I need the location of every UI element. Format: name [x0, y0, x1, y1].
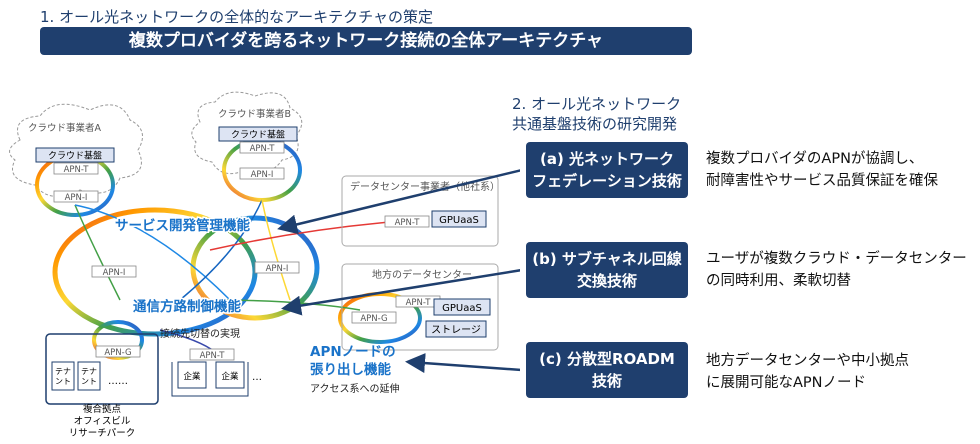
switch-destination-label: 接続先切替の実現 — [160, 327, 240, 340]
tenant-2-line2: ント — [81, 377, 97, 386]
technique-roadm-box: (c) 分散型ROADM 技術 — [526, 342, 688, 398]
cloud-b-base-label: クラウド基盤 — [231, 129, 285, 141]
dc-operator-box — [341, 175, 499, 247]
technique-c-line2: 技術 — [591, 372, 622, 390]
apn-t-cloud-b: APN-T — [250, 144, 276, 154]
enterprise-bracket — [171, 362, 249, 397]
site-label-line1: 複合拠点 — [83, 403, 122, 415]
enterprise-ellipsis: … — [252, 372, 262, 383]
ring-main-right — [190, 215, 320, 321]
section-heading-common-tech: 2. オール光ネットワーク 共通基盤技術の研究開発 — [512, 94, 681, 134]
cloud-a-base — [35, 147, 115, 163]
apn-i-left: APN-I — [103, 268, 126, 278]
tenant-1-line1: テナ — [55, 367, 71, 376]
apn-t-regional: APN-T — [406, 298, 432, 308]
apn-t-enterprise: APN-T — [200, 351, 226, 361]
site-label-line2: オフィスビル — [74, 416, 131, 427]
technique-a-line1: (a) 光ネットワーク — [539, 150, 675, 168]
tenant-1-line2: ント — [55, 377, 71, 386]
gpuaas-dc-box — [431, 210, 487, 228]
desc-c-line2: に展開可能なAPNノード — [706, 375, 867, 391]
apn-node-label-line2: 張り出し機能 — [310, 361, 391, 378]
apn-g-site: APN-G — [104, 348, 131, 358]
tenant-box-2 — [77, 361, 101, 391]
apn-i-cloud-b: APN-I — [251, 170, 274, 180]
storage-label: ストレージ — [431, 325, 481, 336]
apn-i-cloud-a: APN-I — [65, 193, 88, 203]
tenant-ellipsis: …… — [108, 376, 128, 387]
technique-a-line2: フェデレーション技術 — [532, 172, 682, 190]
desc-b-line2: の同時利用、柔軟切替 — [706, 273, 851, 289]
desc-a-line1: 複数プロバイダのAPNが協調し、 — [706, 151, 924, 167]
desc-a-line2: 耐障害性やサービス品質保証を確保 — [706, 173, 938, 189]
composite-site-box — [45, 333, 159, 405]
technique-b-line1: (b) サブチャネル回線 — [532, 250, 682, 268]
technique-b-line2: 交換技術 — [576, 272, 637, 290]
path-control-label: 通信方路制御機能 — [133, 298, 241, 315]
section-heading-architecture: 1. オール光ネットワークの全体的なアーキテクチャの策定 — [40, 8, 434, 26]
cloud-b-label: クラウド事業者B — [218, 108, 291, 120]
network-diagram: クラウド事業者A クラウド事業者B クラウド基盤 クラウド基盤 — [9, 91, 520, 439]
enterprise-box-2 — [215, 361, 245, 389]
apn-i-right: APN-I — [266, 264, 289, 274]
tenant-box-1 — [51, 361, 75, 391]
technique-b-description: ユーザが複数クラウド・データセンター の同時利用、柔軟切替 — [706, 248, 967, 292]
desc-b-line1: ユーザが複数クラウド・データセンター — [706, 251, 967, 267]
apn-node-boxes — [53, 141, 441, 361]
apn-g-regional: APN-G — [360, 314, 387, 324]
arrow-subchannel — [281, 269, 520, 316]
regional-dc-box — [341, 263, 499, 351]
enterprise-1-label: 企業 — [183, 371, 201, 382]
arrow-federation — [277, 169, 520, 235]
technique-subchannel-box: (b) サブチャネル回線 交換技術 — [526, 242, 688, 298]
heading2-line2: 共通基盤技術の研究開発 — [512, 115, 678, 133]
technique-c-description: 地方データセンターや中小拠点 に展開可能なAPNノード — [706, 350, 909, 394]
service-mgmt-label: サービス開発管理機能 — [115, 217, 250, 234]
architecture-banner: 複数プロバイダを跨るネットワーク接続の全体アーキテクチャ — [40, 27, 692, 55]
cloud-a-label: クラウド事業者A — [28, 122, 102, 134]
gpuaas-regional-box — [433, 298, 491, 316]
storage-box — [425, 320, 487, 338]
cloud-b — [191, 91, 303, 175]
apn-t-cloud-a: APN-T — [64, 165, 90, 175]
technique-federation-box: (a) 光ネットワーク フェデレーション技術 — [526, 142, 688, 198]
cloud-a-base-label: クラウド基盤 — [48, 150, 102, 162]
desc-c-line1: 地方データセンターや中小拠点 — [706, 353, 909, 369]
cloud-b-base — [218, 126, 298, 142]
enterprise-box-1 — [177, 361, 207, 389]
regional-dc-label: 地方のデータセンター — [372, 268, 472, 281]
technique-a-description: 複数プロバイダのAPNが協調し、 耐障害性やサービス品質保証を確保 — [706, 148, 938, 192]
tenant-2-line1: テナ — [81, 367, 97, 376]
apn-t-dc: APN-T — [395, 218, 421, 228]
heading2-line1: 2. オール光ネットワーク — [512, 95, 682, 113]
apn-node-label-line1: APNノードの — [310, 344, 396, 360]
gpuaas-dc-label: GPUaaS — [439, 215, 479, 226]
access-label: アクセス系への延伸 — [310, 383, 400, 395]
gpuaas-regional-label: GPUaaS — [442, 303, 482, 314]
ring-site — [92, 320, 144, 360]
technique-c-line1: (c) 分散型ROADM — [539, 350, 675, 368]
site-label-line3: リサーチパーク — [69, 428, 136, 439]
arrow-roadm — [405, 353, 520, 374]
enterprise-2-label: 企業 — [221, 371, 239, 382]
